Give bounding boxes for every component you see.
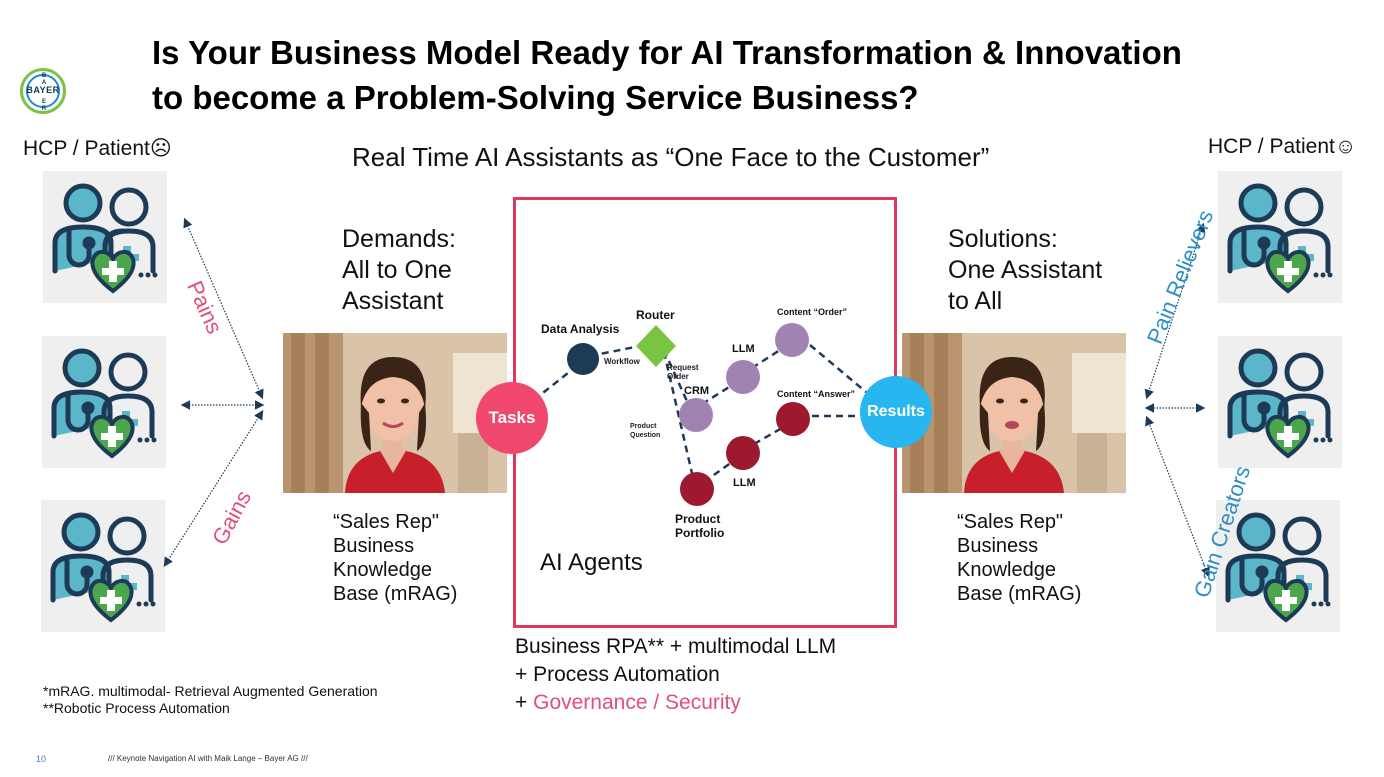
- edge-llm-answer: [753, 426, 783, 446]
- crm-node: [679, 398, 713, 432]
- request-order-label: Request Order: [667, 363, 699, 381]
- sales-rep-avatar-right: [902, 333, 1126, 493]
- below-box-text: Business RPA** + multimodal LLM + Proces…: [515, 635, 837, 714]
- left-header: HCP / Patient☹: [23, 137, 172, 160]
- workflow-label: Workflow: [604, 357, 640, 366]
- page-number: 10: [36, 754, 47, 764]
- right-header: HCP / Patient☺: [1208, 135, 1357, 158]
- product-portfolio-node: [680, 472, 714, 506]
- data-analysis-label: Data Analysis: [541, 322, 620, 336]
- edge-router-portfolio: [662, 351, 696, 483]
- subtitle: Real Time AI Assistants as “One Face to …: [352, 142, 990, 172]
- doctor-patient-icon: [52, 183, 158, 294]
- hcp-card-left-1: [43, 171, 167, 303]
- edge-tasks-data: [533, 364, 579, 401]
- doctor-patient-icon: [1227, 348, 1333, 459]
- data-analysis-node: [567, 343, 599, 375]
- edge-order-results: [809, 344, 867, 393]
- llm-bottom-node: [726, 436, 760, 470]
- results-node: Results: [860, 376, 932, 448]
- edge-crm-llm: [701, 382, 735, 406]
- ai-agents-label: AI Agents: [540, 549, 643, 576]
- edge-router-crm: [662, 349, 692, 409]
- product-portfolio-label: Product Portfolio: [675, 512, 725, 540]
- router-label: Router: [636, 308, 675, 322]
- hcp-card-right-3: [1216, 500, 1340, 632]
- content-answer-label: Content “Answer”: [777, 389, 856, 399]
- llm-bottom-label: LLM: [733, 477, 756, 489]
- title-line-1: Is Your Business Model Ready for AI Tran…: [152, 34, 1182, 71]
- hcp-card-left-3: [41, 500, 165, 632]
- demands-text: Demands: All to One Assistant: [342, 225, 456, 315]
- hcp-card-right-1: [1218, 171, 1342, 303]
- logo-text: BAYER: [26, 85, 60, 95]
- content-order-node: [775, 323, 809, 357]
- content-answer-node: [776, 402, 810, 436]
- router-node: [636, 325, 676, 367]
- crm-label: CRM: [684, 385, 710, 397]
- doctor-patient-icon: [1227, 183, 1333, 294]
- governance-security-text: Governance / Security: [533, 691, 741, 714]
- tasks-node: Tasks: [476, 382, 548, 454]
- left-caption: “Sales Rep" Business Knowledge Base (mRA…: [333, 511, 458, 605]
- hcp-card-right-2: [1218, 336, 1342, 468]
- doctor-patient-icon: [1225, 512, 1331, 623]
- sales-rep-avatar-left: [283, 333, 507, 493]
- llm-top-label: LLM: [732, 343, 755, 355]
- llm-top-node: [726, 360, 760, 394]
- footer-text: /// Keynote Navigation AI with Maik Lang…: [108, 754, 308, 763]
- slide-title: Is Your Business Model Ready for AI Tran…: [152, 30, 1182, 120]
- footnotes: *mRAG. multimodal- Retrieval Augmented G…: [43, 683, 378, 716]
- hcp-card-left-2: [42, 336, 166, 468]
- content-order-label: Content “Order”: [777, 307, 848, 317]
- doctor-patient-icon: [51, 348, 157, 459]
- right-caption: “Sales Rep" Business Knowledge Base (mRA…: [957, 511, 1082, 605]
- product-question-label: Product Question: [630, 423, 661, 439]
- edge-data-router: [589, 344, 641, 358]
- edge-llm-order: [751, 348, 781, 370]
- title-line-2: to become a Problem-Solving Service Busi…: [152, 79, 919, 116]
- doctor-patient-icon: [50, 512, 156, 623]
- solutions-text: Solutions: One Assistant to All: [948, 225, 1103, 315]
